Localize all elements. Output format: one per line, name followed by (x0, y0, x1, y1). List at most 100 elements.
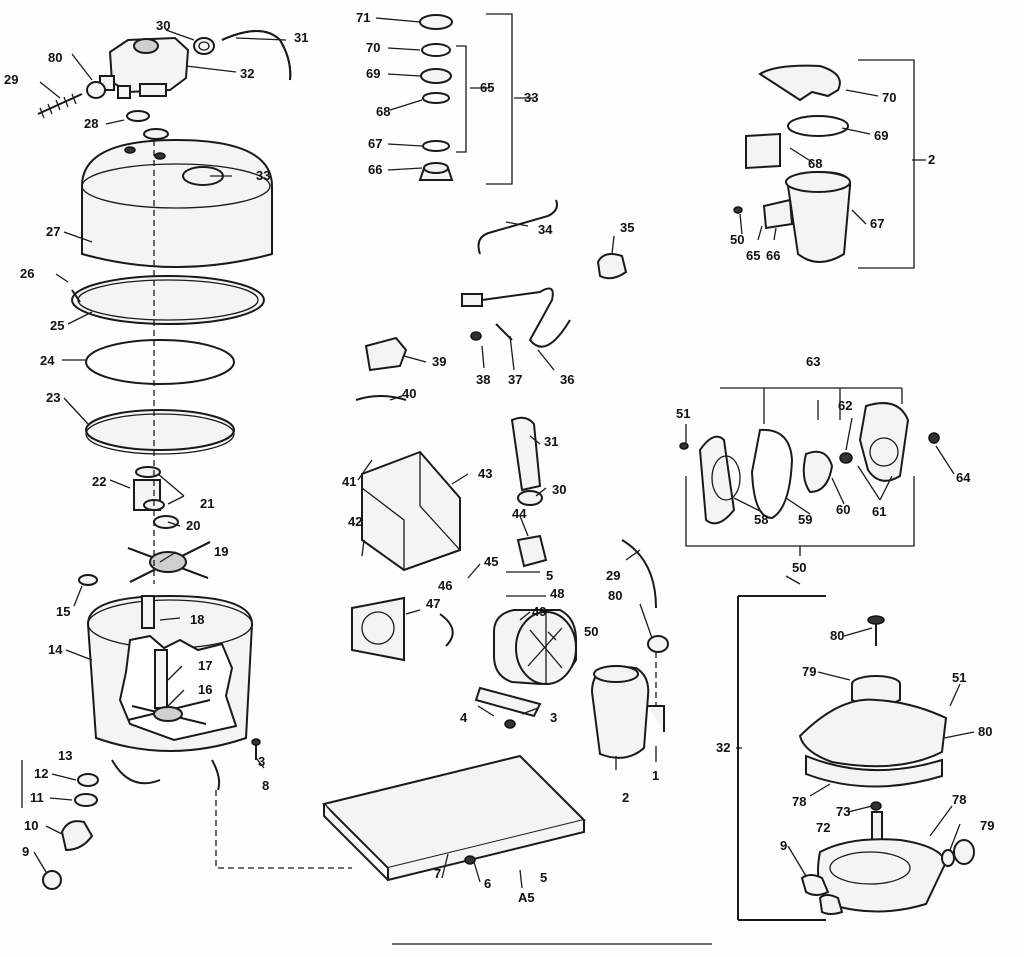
label-46: 46 (438, 578, 452, 593)
label-58: 64 (956, 470, 971, 485)
label-38: 38 (476, 372, 490, 387)
label-80: 80 (48, 50, 62, 65)
label-74: 78 (792, 794, 806, 809)
gaskets-28 (126, 110, 169, 140)
footer-code: A5 (518, 890, 535, 905)
switch-39 (364, 336, 408, 372)
label-80-mid: 80 (608, 588, 622, 603)
bracket-47 (351, 596, 405, 662)
label-5-lower: 5 (540, 870, 547, 885)
label-63: 69 (874, 128, 888, 143)
label-65: 65 (480, 80, 494, 95)
label-50: 50 (584, 624, 598, 639)
label-33-stack: 33 (524, 90, 538, 105)
bracket-65 (456, 45, 467, 153)
label-49: 49 (532, 604, 546, 619)
label-45: 45 (484, 554, 498, 569)
label-47: 47 (426, 596, 440, 611)
label-5-upper: 5 (546, 568, 553, 583)
label-3-left: 3 (258, 754, 265, 769)
label-15: 15 (56, 604, 70, 619)
label-4: 4 (460, 710, 468, 725)
label-55: 61 (872, 504, 886, 519)
label-39: 39 (432, 354, 446, 369)
label-6: 6 (484, 876, 491, 891)
bracket-57 (720, 387, 903, 424)
label-2-pump: 2 (622, 790, 629, 805)
wire-40 (355, 395, 407, 401)
leader-lines (21, 17, 975, 889)
label-76: 80 (830, 628, 844, 643)
label-36: 36 (560, 372, 574, 387)
label-73: 73 (836, 804, 850, 819)
label-53: 59 (798, 512, 812, 527)
label-30-mid: 30 (552, 482, 566, 497)
hose-29-mid (621, 539, 657, 609)
motor-49 (493, 609, 577, 686)
label-29: 29 (4, 72, 18, 87)
label-57: 63 (806, 354, 820, 369)
label-75: 79 (802, 664, 816, 679)
label-50-bracket: 50 (792, 560, 806, 575)
tank-lid-27 (81, 138, 273, 268)
label-31: 31 (294, 30, 308, 45)
label-28: 28 (84, 116, 98, 131)
valve-head-32 (99, 36, 190, 99)
label-69: 69 (366, 66, 380, 81)
label-30: 30 (156, 18, 170, 33)
label-16: 16 (198, 682, 212, 697)
label-61: 67 (870, 216, 884, 231)
label-56: 62 (838, 398, 852, 413)
valve-part-stack (418, 14, 454, 181)
label-70: 70 (366, 40, 380, 55)
label-9-right: 9 (780, 838, 787, 853)
label-33: 33 (256, 168, 270, 183)
clamp-30-mid (517, 490, 543, 506)
o-ring-24 (85, 339, 235, 385)
label-44: 44 (512, 506, 527, 521)
label-66: 66 (368, 162, 382, 177)
label-8: 8 (262, 778, 269, 793)
label-24: 24 (40, 353, 55, 368)
label-2-strainer: 2 (928, 152, 935, 167)
clamp-30-top (193, 37, 215, 55)
cord-36 (461, 287, 571, 348)
label-1: 1 (652, 768, 659, 783)
label-51-top: 50 (730, 232, 744, 247)
pump-parts-group (679, 402, 940, 525)
label-9-left: 9 (22, 844, 29, 859)
label-60: 66 (766, 248, 780, 263)
label-26: 26 (20, 266, 34, 281)
label-72: 72 (816, 820, 830, 835)
o-ring-15 (78, 574, 98, 586)
label-22: 22 (92, 474, 106, 489)
part-44 (516, 534, 548, 568)
label-51-bottom: 51 (952, 670, 966, 685)
label-43: 43 (478, 466, 492, 481)
label-23: 23 (46, 390, 60, 405)
ring-23 (85, 409, 235, 455)
label-34: 34 (538, 222, 553, 237)
label-7: 7 (434, 866, 441, 881)
label-40: 40 (402, 386, 416, 401)
label-35: 35 (620, 220, 634, 235)
label-32: 32 (240, 66, 254, 81)
strainer-pump-2 (590, 664, 665, 759)
label-79: 79 (980, 818, 994, 833)
part-35 (596, 253, 628, 280)
tank-body-14 (86, 594, 254, 791)
label-11: 11 (30, 790, 44, 805)
label-14: 14 (48, 642, 63, 657)
label-62: 68 (808, 156, 822, 171)
label-52: 58 (754, 512, 768, 527)
hose-31-mid (510, 416, 542, 492)
label-48: 48 (550, 586, 564, 601)
label-20: 20 (186, 518, 200, 533)
label-29-mid: 29 (606, 568, 620, 583)
label-13: 13 (58, 748, 72, 763)
mount-bracket-4 (474, 686, 542, 729)
label-77: 80 (978, 724, 992, 739)
lateral-hub-19 (127, 541, 211, 583)
hose-29-top (37, 93, 83, 119)
label-78: 78 (952, 792, 966, 807)
